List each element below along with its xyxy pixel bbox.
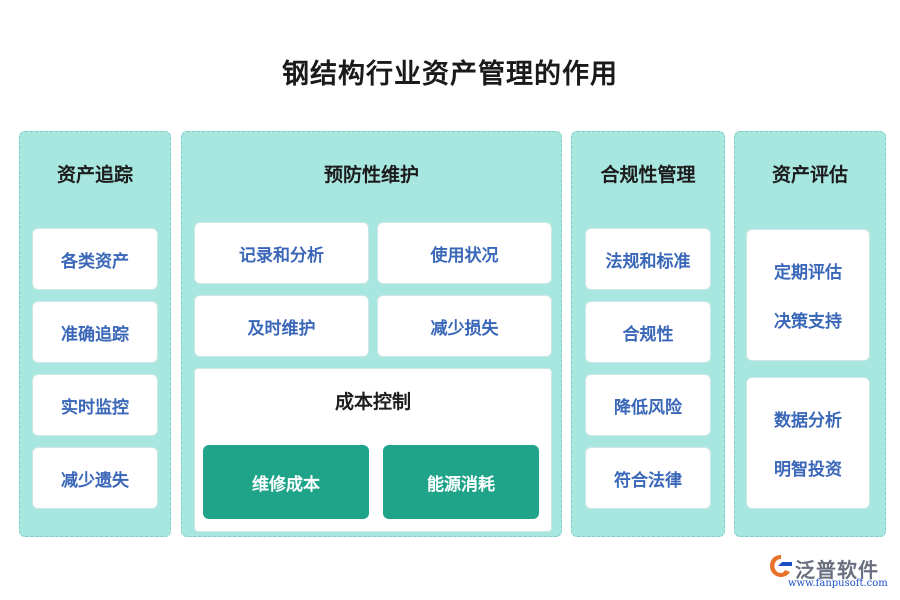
cost-item-maintenance: 维修成本 xyxy=(203,445,369,519)
card-item: 准确追踪 xyxy=(32,301,158,363)
column-preventive-maintenance: 预防性维护 记录和分析 使用状况 及时维护 减少损失 成本控制 维修成本 能源消… xyxy=(181,131,562,537)
column-asset-evaluation: 资产评估 定期评估 决策支持 数据分析 明智投资 xyxy=(734,131,886,537)
card-group: 数据分析 明智投资 xyxy=(746,377,870,509)
card-item: 减少损失 xyxy=(377,295,552,357)
cost-item-energy: 能源消耗 xyxy=(383,445,539,519)
column-title: 资产评估 xyxy=(771,164,848,186)
card-group-item: 定期评估 xyxy=(774,263,842,283)
card-item: 记录和分析 xyxy=(194,222,369,284)
column-title: 合规性管理 xyxy=(600,164,696,186)
column-asset-tracking: 资产追踪 各类资产 准确追踪 实时监控 减少遗失 xyxy=(19,131,171,537)
card-group-item: 明智投资 xyxy=(774,460,842,480)
logo-name: 泛普软件 xyxy=(795,558,879,582)
card-item: 法规和标准 xyxy=(585,228,711,290)
column-compliance-management: 合规性管理 法规和标准 合规性 降低风险 符合法律 xyxy=(571,131,725,537)
cost-control-panel: 成本控制 维修成本 能源消耗 xyxy=(194,368,552,532)
card-group-item: 决策支持 xyxy=(774,312,842,332)
card-item: 符合法律 xyxy=(585,447,711,509)
card-item: 减少遗失 xyxy=(32,447,158,509)
fanpu-logo-icon xyxy=(770,555,792,577)
fanpu-logo: 泛普软件 www.fanpusoft.com xyxy=(768,553,893,593)
column-title: 预防性维护 xyxy=(323,164,419,186)
card-item: 实时监控 xyxy=(32,374,158,436)
diagram-title: 钢结构行业资产管理的作用 xyxy=(282,59,618,90)
column-title: 资产追踪 xyxy=(56,164,133,186)
card-item: 及时维护 xyxy=(194,295,369,357)
card-item: 使用状况 xyxy=(377,222,552,284)
card-item: 合规性 xyxy=(585,301,711,363)
logo-url: www.fanpusoft.com xyxy=(788,578,888,589)
cost-control-title: 成本控制 xyxy=(334,391,411,413)
card-group: 定期评估 决策支持 xyxy=(746,229,870,361)
card-group-item: 数据分析 xyxy=(774,411,842,431)
card-item: 各类资产 xyxy=(32,228,158,290)
card-item: 降低风险 xyxy=(585,374,711,436)
